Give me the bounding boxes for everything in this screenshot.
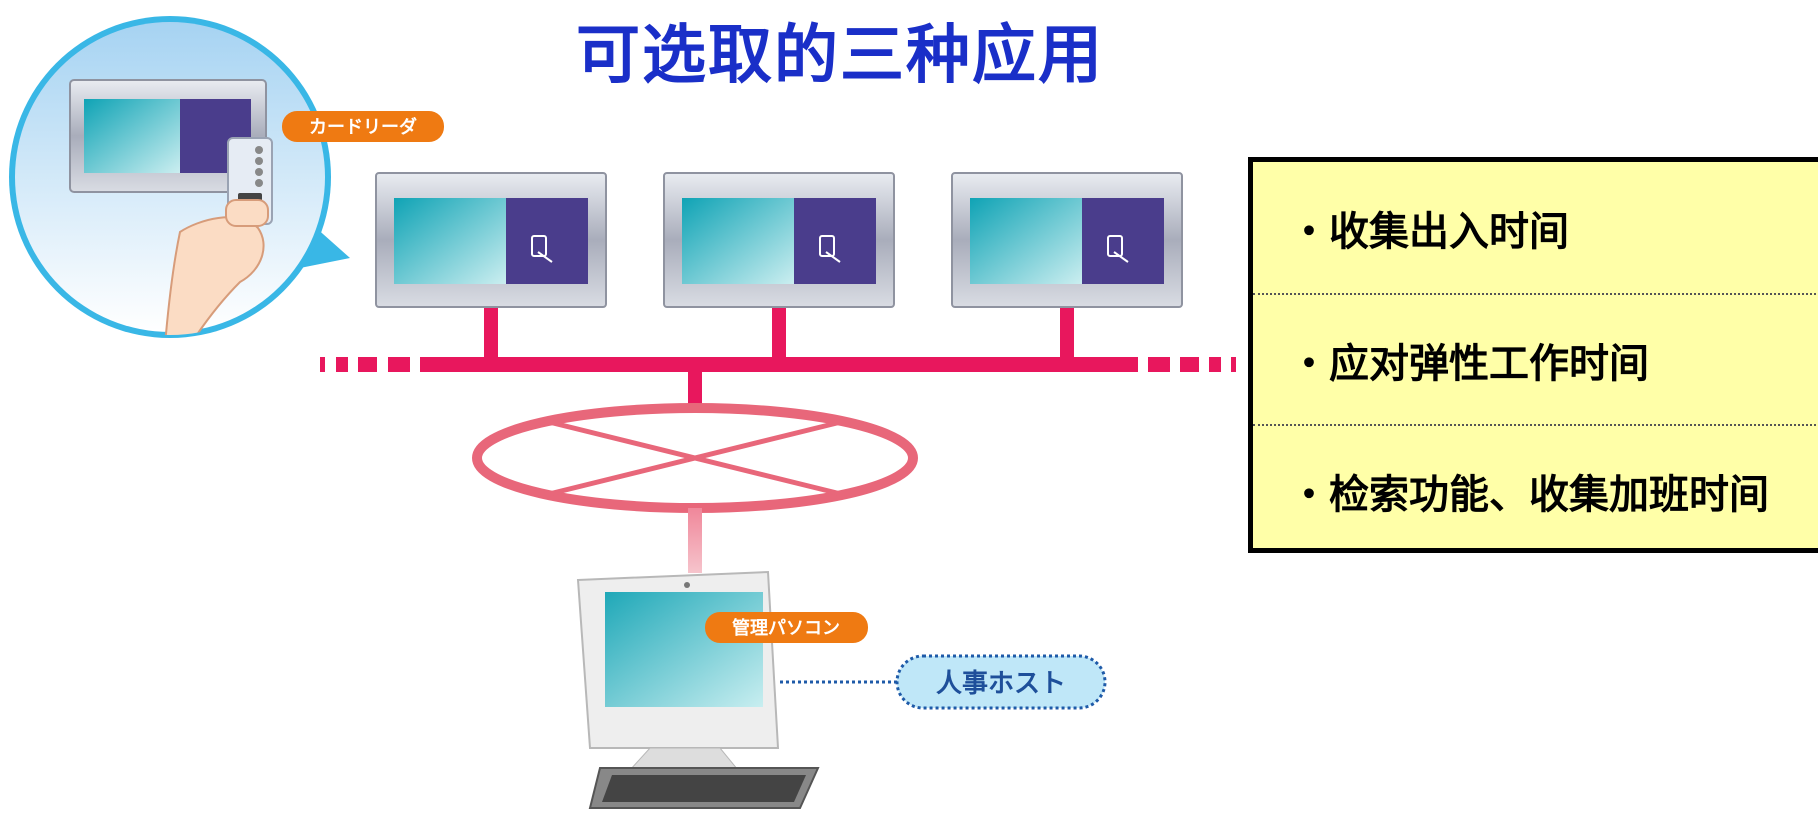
feature-item-label: ・应对弹性工作时间: [1289, 340, 1649, 387]
admin-pc-tag: 管理パソコン: [705, 612, 868, 643]
page-title: 可选取的三种应用: [576, 19, 1104, 93]
card-reader-tag: カードリーダ: [282, 111, 444, 142]
feature-list-box: ・收集出入时间 ・应对弹性工作时间 ・检索功能、收集加班时间: [1248, 157, 1818, 553]
admin-pc-tag-label: 管理パソコン: [732, 617, 840, 639]
terminal-device: [375, 172, 607, 308]
feature-item-collect-entry-exit-time: ・收集出入时间: [1253, 162, 1818, 293]
network-bus: [320, 305, 1236, 405]
terminal-device: [663, 172, 895, 308]
feature-item-label: ・检索功能、收集加班时间: [1289, 471, 1769, 518]
terminal-device: [951, 172, 1183, 308]
card-reader-zoom-callout: [9, 16, 350, 338]
hr-host-callout: 人事ホスト: [895, 654, 1107, 710]
card-reader-tag-label: カードリーダ: [309, 116, 417, 138]
hr-host-label: 人事ホスト: [936, 669, 1066, 699]
feature-item-flex-time: ・应对弹性工作时间: [1253, 293, 1818, 424]
feature-item-search-overtime: ・检索功能、收集加班时间: [1253, 424, 1818, 555]
feature-item-label: ・收集出入时间: [1289, 208, 1569, 255]
network-ring: [472, 403, 918, 573]
admin-pc: [576, 570, 820, 809]
